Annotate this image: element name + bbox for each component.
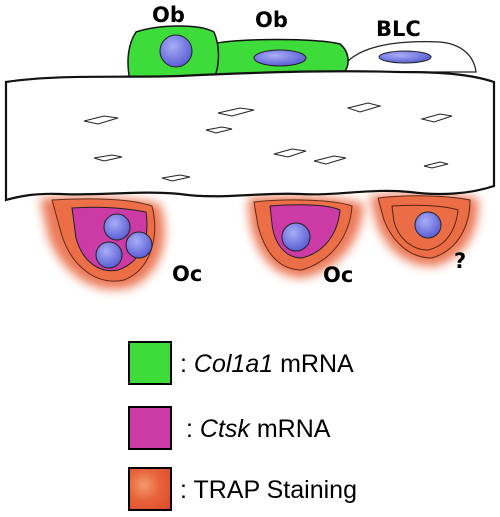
legend-item-ctsk: : Ctsk mRNA: [0, 406, 500, 456]
trap-legend-label: : TRAP Staining: [180, 476, 357, 505]
osteoblast-right: [207, 38, 349, 77]
trap-only-cell: [370, 193, 479, 267]
legend-prefix: :: [180, 476, 194, 504]
legend-suffix: TRAP Staining: [193, 476, 357, 504]
oc-middle-nucleus: [281, 222, 311, 252]
ob-right-nucleus: [253, 49, 307, 67]
label-ob-left: Ob: [152, 3, 185, 27]
ctsk-legend-label: : Ctsk mRNA: [186, 415, 330, 444]
ctsk-swatch: [128, 406, 172, 450]
oc-left-nucleus-1: [103, 213, 131, 241]
label-oc-middle: Oc: [323, 263, 353, 287]
osteoclast-left: [40, 196, 165, 290]
trap-only-nucleus: [414, 211, 442, 239]
col1a1-legend-label: : Col1a1 mRNA: [180, 350, 354, 379]
legend-item-trap: : TRAP Staining: [0, 467, 500, 517]
legend-gene: Col1a1: [193, 350, 274, 378]
blc-nucleus: [378, 50, 432, 64]
legend-suffix: mRNA: [249, 415, 331, 443]
label-unknown: ?: [454, 249, 466, 273]
legend-item-col1a1: : Col1a1 mRNA: [0, 341, 500, 391]
osteocyte-lacunae: [83, 102, 453, 182]
osteoclast-middle: [248, 196, 364, 278]
legend-prefix: :: [180, 350, 194, 378]
bone-matrix: [4, 70, 496, 202]
trap-swatch: [128, 467, 172, 511]
label-blc: BLC: [376, 17, 421, 41]
label-ob-right: Ob: [255, 8, 288, 32]
legend-prefix: :: [186, 415, 200, 443]
legend-suffix: mRNA: [273, 350, 354, 378]
label-oc-left: Oc: [172, 262, 202, 286]
bone-lining-cell: [339, 41, 477, 73]
ob-left-nucleus: [159, 34, 193, 68]
col1a1-swatch: [128, 341, 172, 385]
legend-gene: Ctsk: [199, 415, 250, 443]
osteoblast-left: [127, 25, 220, 81]
oc-left-nucleus-3: [125, 231, 153, 259]
oc-left-nucleus-2: [95, 241, 123, 269]
